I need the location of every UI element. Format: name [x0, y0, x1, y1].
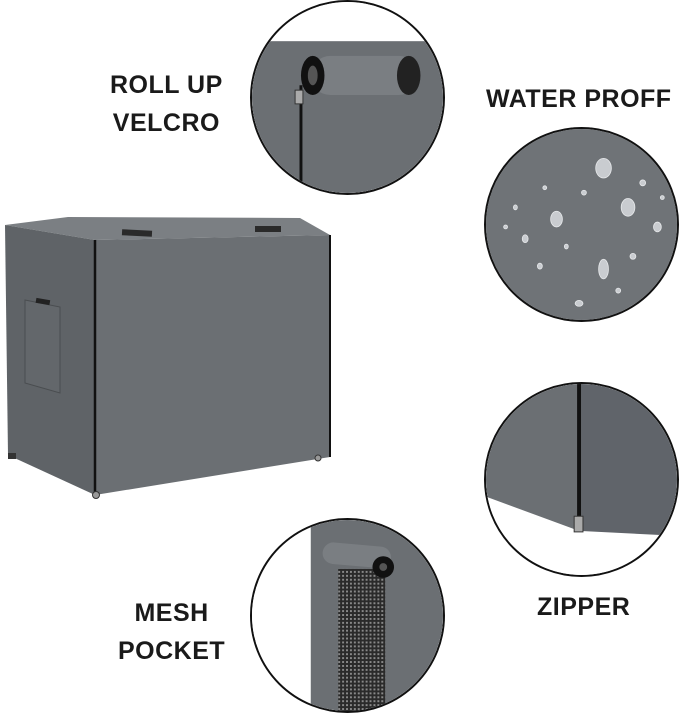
mesh-pocket-label-line2: POCKET	[118, 637, 226, 665]
cover-product-image	[0, 205, 340, 510]
roll-up-velcro-label: ROLL UP VELCRO	[110, 66, 223, 142]
zipper-circle	[484, 382, 679, 577]
water-proof-label: WATER PROFF	[486, 85, 672, 113]
zipper-detail-icon	[486, 384, 677, 575]
roll-up-velcro-label-line2: VELCRO	[112, 109, 220, 137]
roll-up-velcro-label-line1: ROLL UP	[110, 71, 223, 99]
mesh-pocket-circle	[250, 518, 445, 713]
water-droplets-detail-icon	[486, 129, 677, 320]
mesh-pocket-label-line1: MESH	[134, 599, 209, 627]
mesh-pocket-label: MESH POCKET	[118, 594, 225, 670]
water-proof-circle	[484, 127, 679, 322]
roll-up-velcro-circle	[250, 0, 445, 195]
roll-up-velcro-detail-icon	[252, 2, 443, 193]
zipper-label: ZIPPER	[537, 593, 631, 621]
mesh-pocket-detail-icon	[252, 520, 443, 711]
